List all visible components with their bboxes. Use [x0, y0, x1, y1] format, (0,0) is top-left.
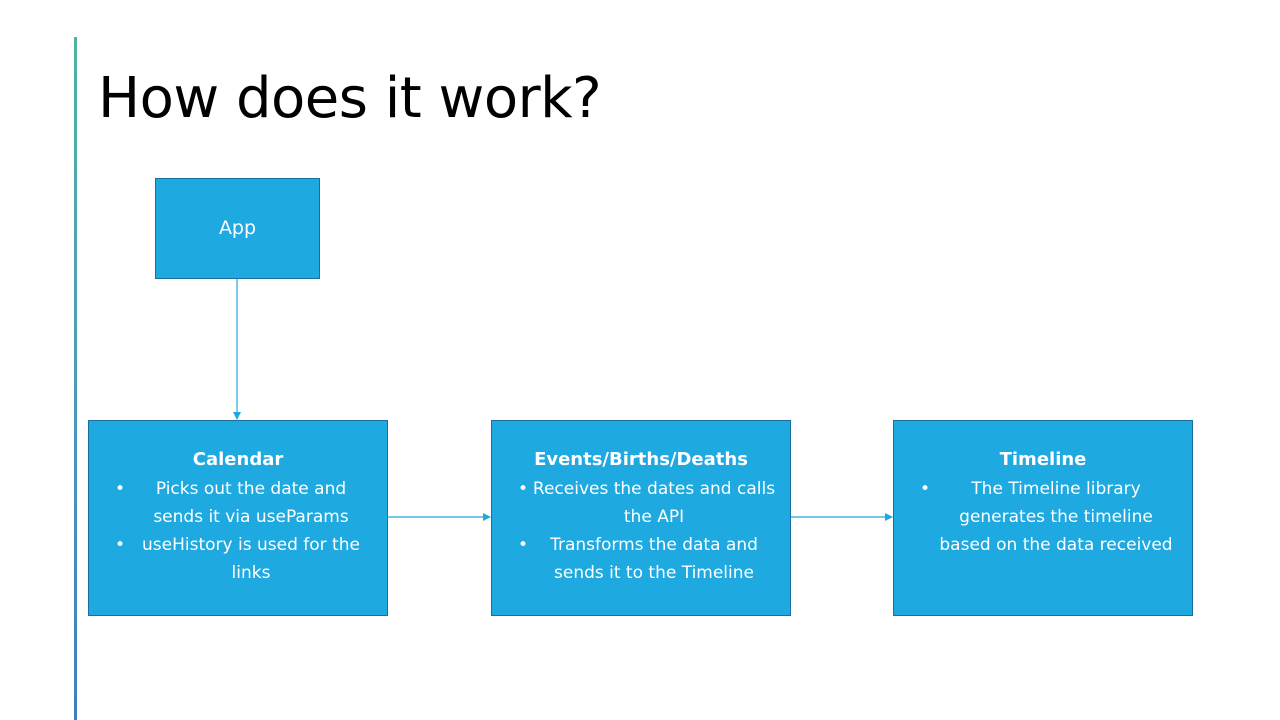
timeline-node-bullets: The Timeline library generates the timel… — [908, 475, 1178, 559]
events-bullet: Receives the dates and calls the API — [506, 475, 776, 531]
timeline-bullet: The Timeline library generates the timel… — [908, 475, 1178, 559]
timeline-node-heading: Timeline — [999, 449, 1087, 470]
calendar-node-bullets: Picks out the date and sends it via useP… — [103, 475, 373, 587]
events-node: Events/Births/Deaths Receives the dates … — [491, 420, 791, 616]
app-node: App — [155, 178, 320, 279]
slide-title: How does it work? — [98, 66, 602, 131]
timeline-node: Timeline The Timeline library generates … — [893, 420, 1193, 616]
app-node-label: App — [218, 216, 257, 239]
events-node-bullets: Receives the dates and calls the API Tra… — [506, 475, 776, 587]
calendar-bullet: Picks out the date and sends it via useP… — [103, 475, 373, 531]
accent-bar — [74, 37, 77, 720]
calendar-node: Calendar Picks out the date and sends it… — [88, 420, 388, 616]
events-node-heading: Events/Births/Deaths — [534, 449, 748, 470]
calendar-node-heading: Calendar — [192, 449, 284, 470]
events-bullet: Transforms the data and sends it to the … — [506, 531, 776, 587]
calendar-bullet: useHistory is used for the links — [103, 531, 373, 587]
